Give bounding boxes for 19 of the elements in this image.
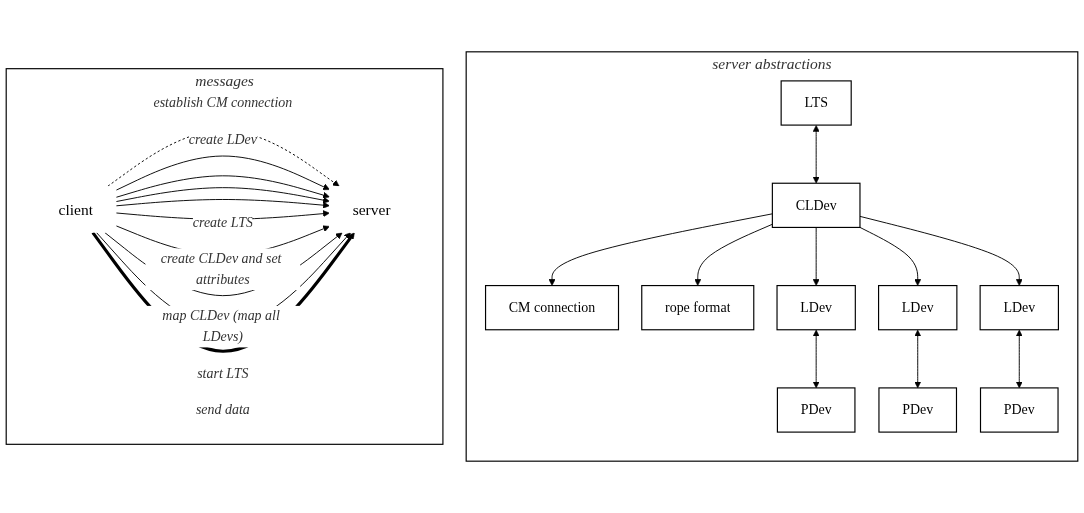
edge-label: create LTS [192, 214, 253, 230]
node-box: LDev [776, 285, 856, 331]
node-box: LTS [780, 80, 852, 126]
edge-label: start LTS [197, 365, 249, 381]
node-text: server [352, 200, 391, 218]
node-box: PDev [878, 387, 958, 433]
edge-label: establish CM connection [153, 94, 293, 111]
node-box: PDev [776, 387, 856, 433]
node-box: LDev [979, 285, 1059, 331]
node-box: CLDev [771, 182, 861, 228]
node-box: LDev [878, 285, 958, 331]
edge-label: create CLDev and set attributes [160, 250, 282, 288]
edge-label: create LDev [188, 131, 257, 147]
node-text: client [58, 200, 93, 218]
node-box: PDev [979, 387, 1059, 433]
node-box: CM connection [485, 285, 620, 331]
node-box: rope format [641, 285, 755, 331]
edge-label: send data [195, 401, 250, 418]
edge-label: map CLDev (map all LDevs) [162, 308, 280, 345]
